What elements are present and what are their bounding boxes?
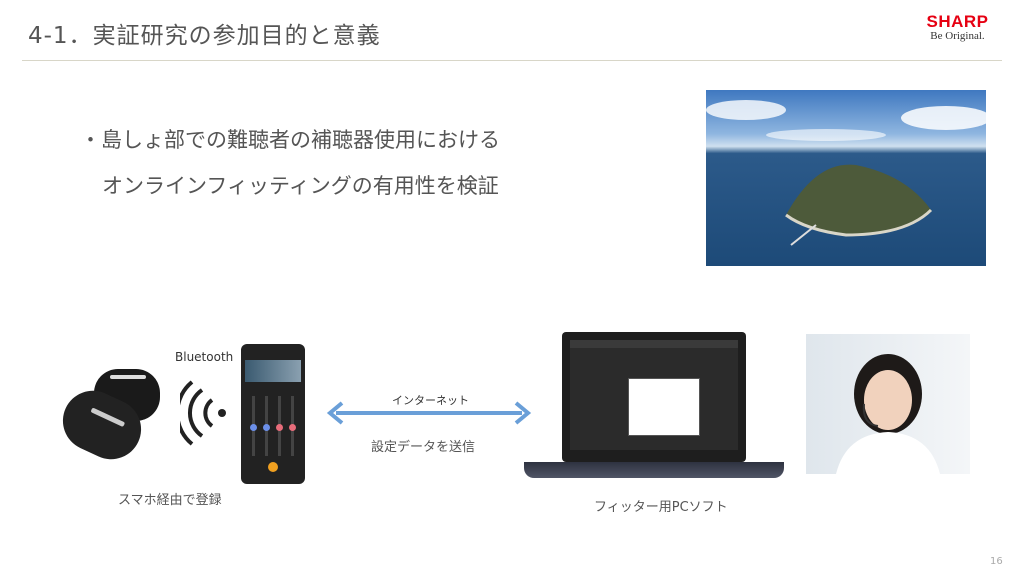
smartphone-app-image — [241, 344, 305, 484]
logo-tagline: Be Original. — [930, 30, 985, 42]
hearing-aid-earbuds-image — [62, 369, 160, 460]
title-divider — [22, 60, 1002, 61]
laptop-base — [524, 462, 784, 478]
slide-title: 4-1．実証研究の参加目的と意義 — [28, 23, 381, 49]
operator-headset-photo — [806, 334, 970, 474]
laptop-fitter-software-image — [562, 332, 746, 462]
bullet-text-1: 島しょ部での難聴者の補聴器使用における — [101, 128, 500, 152]
internet-label: インターネット — [392, 394, 469, 407]
wireless-signal-icon — [180, 380, 226, 446]
send-settings-label: 設定データを送信 — [371, 440, 476, 455]
bullet-line-2: オンラインフィッティングの有用性を検証 — [102, 174, 499, 198]
smartphone-caption: スマホ経由で登録 — [118, 493, 222, 508]
bullet-line-1: ・島しょ部での難聴者の補聴器使用における — [80, 124, 500, 154]
island-aerial-photo — [706, 90, 986, 266]
page-number: 16 — [990, 556, 1003, 567]
logo-brand: SHARP — [926, 12, 989, 31]
bidirectional-arrow-icon — [326, 401, 532, 425]
operator-illustration — [836, 354, 940, 474]
bluetooth-label: Bluetooth — [175, 350, 234, 364]
pc-software-caption: フィッター用PCソフト — [594, 500, 728, 515]
sharp-logo: SHARP Be Original. — [910, 12, 1005, 42]
island-illustration — [706, 100, 986, 246]
bullet-marker: ・ — [80, 128, 101, 152]
